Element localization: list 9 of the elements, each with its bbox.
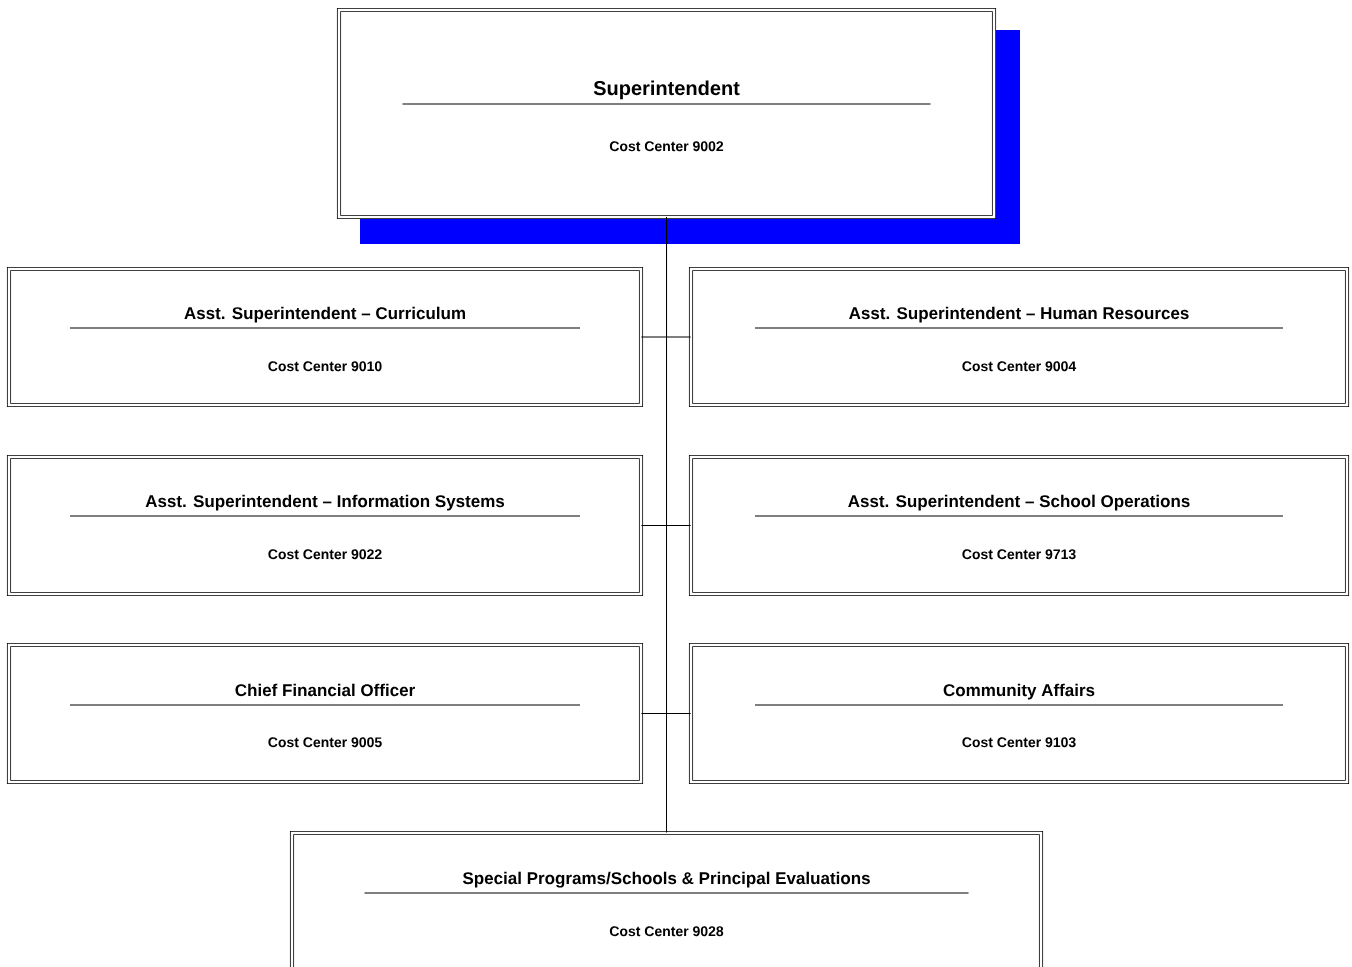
org-box: Asst. Superintendent – Human Resources Cost Center 9004 — [688, 266, 1350, 408]
connector-line — [666, 216, 667, 834]
org-box: Superintendent Cost Center 9002 — [336, 7, 1020, 244]
org-box: Community Affairs Cost Center 9103 — [688, 642, 1350, 785]
org-box: Special Programs/Schools & Principal Evaluations Cost Center 9028 — [289, 830, 1044, 967]
org-box: Asst. Superintendent – School Operations Cost Center 9713 — [688, 454, 1350, 597]
org-box: Asst. Superintendent – Information Systems Cost Center 9022 — [6, 454, 644, 597]
org-box: Asst. Superintendent – Curriculum Cost Center 9010 — [6, 266, 644, 408]
org-box: Chief Financial Officer Cost Center 9005 — [6, 642, 644, 785]
